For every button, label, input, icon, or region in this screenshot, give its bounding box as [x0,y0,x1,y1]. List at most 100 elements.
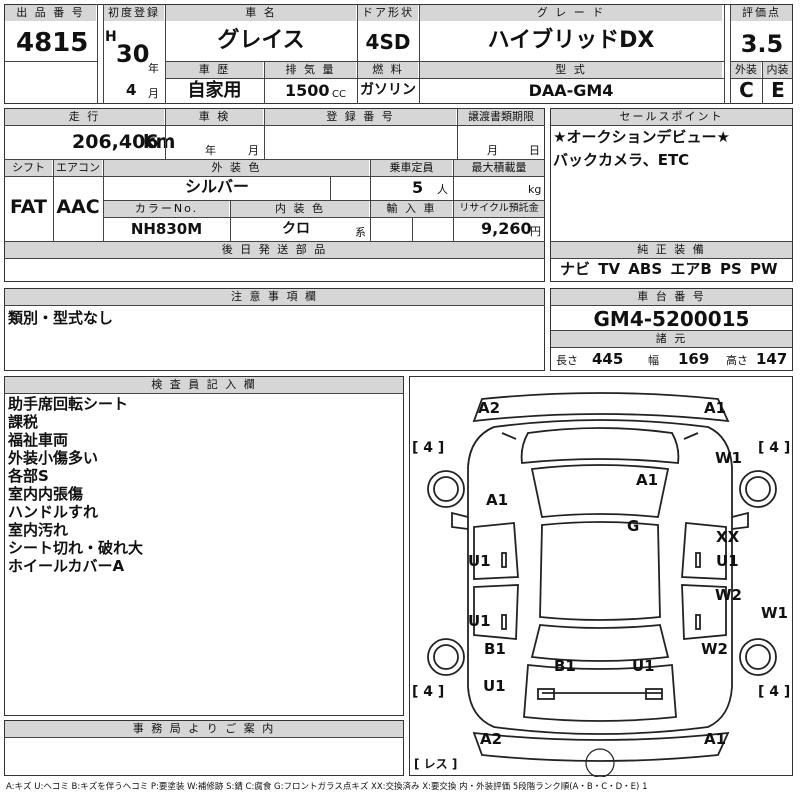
mileage-label: 走 行 [5,109,164,125]
exterior-label: 外装 [731,62,761,78]
displacement-unit: CC [332,89,346,100]
later-parts-label: 後 日 発 送 部 品 [5,242,544,258]
notes-label: 注 意 事 項 欄 [5,289,544,305]
interior-label: 内装 [763,62,792,78]
damage-diagram: A2 A1 [ 4 ] [ 4 ] A1 W1 A1 G U1 XX U1 U1… [409,376,793,777]
sales-point-line-1: ★オークションデビュー★ [553,128,730,146]
fuel: ガソリン [360,82,416,98]
color-label: 外 装 色 [104,160,369,176]
chassis-label: 車 台 番 号 [551,289,792,305]
office-label: 事 務 局 よ り ご 案 内 [5,721,403,737]
import-label: 輸 入 車 [371,201,452,217]
interior-grade: E [771,78,785,102]
mark-fender-fl: A1 [486,491,509,509]
shift-label: シフト [5,160,52,176]
inspector-line: 室内汚れ [8,521,69,539]
door-label: ドア形状 [358,5,418,21]
mark-door-fr-2: U1 [716,552,739,570]
mark-tire-fr: [ 4 ] [758,440,791,456]
inspection-label: 車 検 [166,109,263,125]
mark-less: [ レス ] [414,757,458,771]
notes-text: 類別・型式なし [8,309,114,327]
inspector-label: 検 査 員 記 入 欄 [5,377,403,393]
inspector-line: ホイールカバーA [8,557,125,575]
vehicle-info-panel [4,108,545,282]
transfer-month-unit: 月 [487,144,498,157]
mark-trunk-left: B1 [554,657,576,675]
mark-trunk-right: U1 [632,657,655,675]
history-label: 車 歴 [166,62,263,78]
mark-roof: G [627,517,640,535]
length-value: 445 [592,350,624,368]
grade: ハイブリッドDX [487,28,655,53]
capacity-label: 乗車定員 [371,160,452,176]
car-name: グレイス [217,28,305,53]
reg-month: 4 [126,81,137,99]
car-history: 自家用 [187,80,242,101]
capacity-unit: 人 [437,183,448,196]
mark-right-edge: W1 [761,604,788,622]
color-number: NH830M [130,220,203,238]
mileage: 206,406 [72,131,159,153]
air-conditioner: AAC [56,196,100,218]
width-value: 169 [678,350,710,368]
score: 3.5 [740,30,784,58]
chassis-panel [550,288,793,371]
model-code: DAA-GM4 [528,81,614,100]
insp-year-unit: 年 [205,144,216,157]
recycle-unit: 円 [530,225,541,238]
sales-point-label: セールスポイント [551,109,792,125]
inspector-line: 室内内張傷 [8,485,84,503]
first-reg-label: 初度登録 [104,5,164,21]
height-value: 147 [756,350,788,368]
length-label: 長さ [556,354,578,367]
reg-year: 30 [116,40,150,68]
mark-rear-left: A2 [480,730,503,748]
spec-label: 諸 元 [551,331,792,347]
mark-fender-rr: W2 [701,640,728,658]
office-panel [4,720,404,776]
insp-month-unit: 月 [248,144,259,157]
color-no-label: カラーNo. [104,201,229,217]
displacement: 1500 [285,81,330,100]
capacity: 5 [412,178,424,197]
mark-door-fl: U1 [468,552,491,570]
car-name-label: 車 名 [166,5,356,21]
shift: FAT [10,196,47,218]
mark-front-left: A2 [478,399,501,417]
chassis-number: GM4-5200015 [593,307,750,331]
door-type: 4SD [365,30,411,54]
legend-footer: A:キズ U:ヘコミ B:キズを伴うヘコミ P:要塗装 W:補修跡 S:錆 C:… [6,782,648,792]
mark-fender-rl: B1 [484,640,506,658]
recycle-fee: 9,260 [481,219,532,238]
mark-front-right: A1 [704,399,727,417]
era-code: H [105,29,117,45]
mark-fender-fr: W1 [715,449,742,467]
equipment-label: 純 正 装 備 [551,242,792,258]
load-unit: kg [528,183,542,196]
interior-color-unit: 系 [355,226,366,239]
header-panel [4,4,793,104]
ac-label: エアコン [54,160,102,176]
mark-rear-right: A1 [704,730,727,748]
displacement-label: 排 気 量 [265,62,356,78]
grade-label: グ レ ー ド [420,5,722,21]
inspector-panel [4,376,404,716]
transfer-label: 譲渡書類期限 [458,109,544,125]
equipment-list: ナビ TV ABS エアB PS PW [560,260,778,278]
fuel-label: 燃 料 [358,62,418,78]
notes-panel [4,288,545,371]
model-label: 型 式 [420,62,722,78]
score-label: 評価点 [731,5,792,21]
interior-color: クロ [282,221,310,237]
mark-door-fr-1: XX [716,528,740,546]
exterior-color: シルバー [184,177,249,196]
mark-tire-rr: [ 4 ] [758,684,791,700]
inspector-line: 助手席回転シート [8,395,129,413]
inspector-line: 課税 [8,413,39,431]
sales-point-line-2: バックカメラ、ETC [553,151,690,169]
reg-no-label: 登 録 番 号 [265,109,456,125]
sales-point-panel [550,108,793,282]
transfer-day-unit: 日 [529,144,540,157]
recycle-label: リサイクル預託金 [454,201,544,217]
